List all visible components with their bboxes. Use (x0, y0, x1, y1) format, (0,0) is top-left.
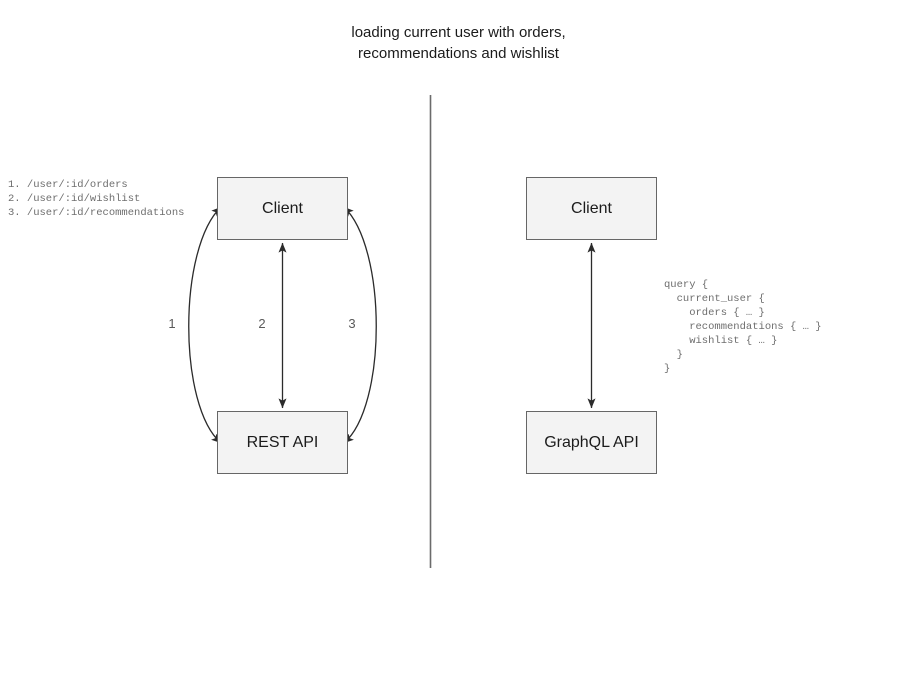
edge-rest-1 (188, 206, 222, 444)
rest-endpoint-list: 1. /user/:id/orders 2. /user/:id/wishlis… (8, 179, 185, 219)
node-client-rest[interactable]: Client (217, 177, 348, 240)
edge-label-1: 1 (168, 316, 176, 331)
edge-label-3: 3 (348, 316, 356, 331)
edge-label-2: 2 (258, 316, 266, 331)
node-graphql-api[interactable]: GraphQL API (526, 411, 657, 474)
node-client-graphql[interactable]: Client (526, 177, 657, 240)
graphql-query-snippet: query { current_user { orders { … } reco… (664, 279, 822, 375)
page-title: loading current user with orders, recomm… (351, 24, 566, 62)
node-rest-api[interactable]: REST API (217, 411, 348, 474)
